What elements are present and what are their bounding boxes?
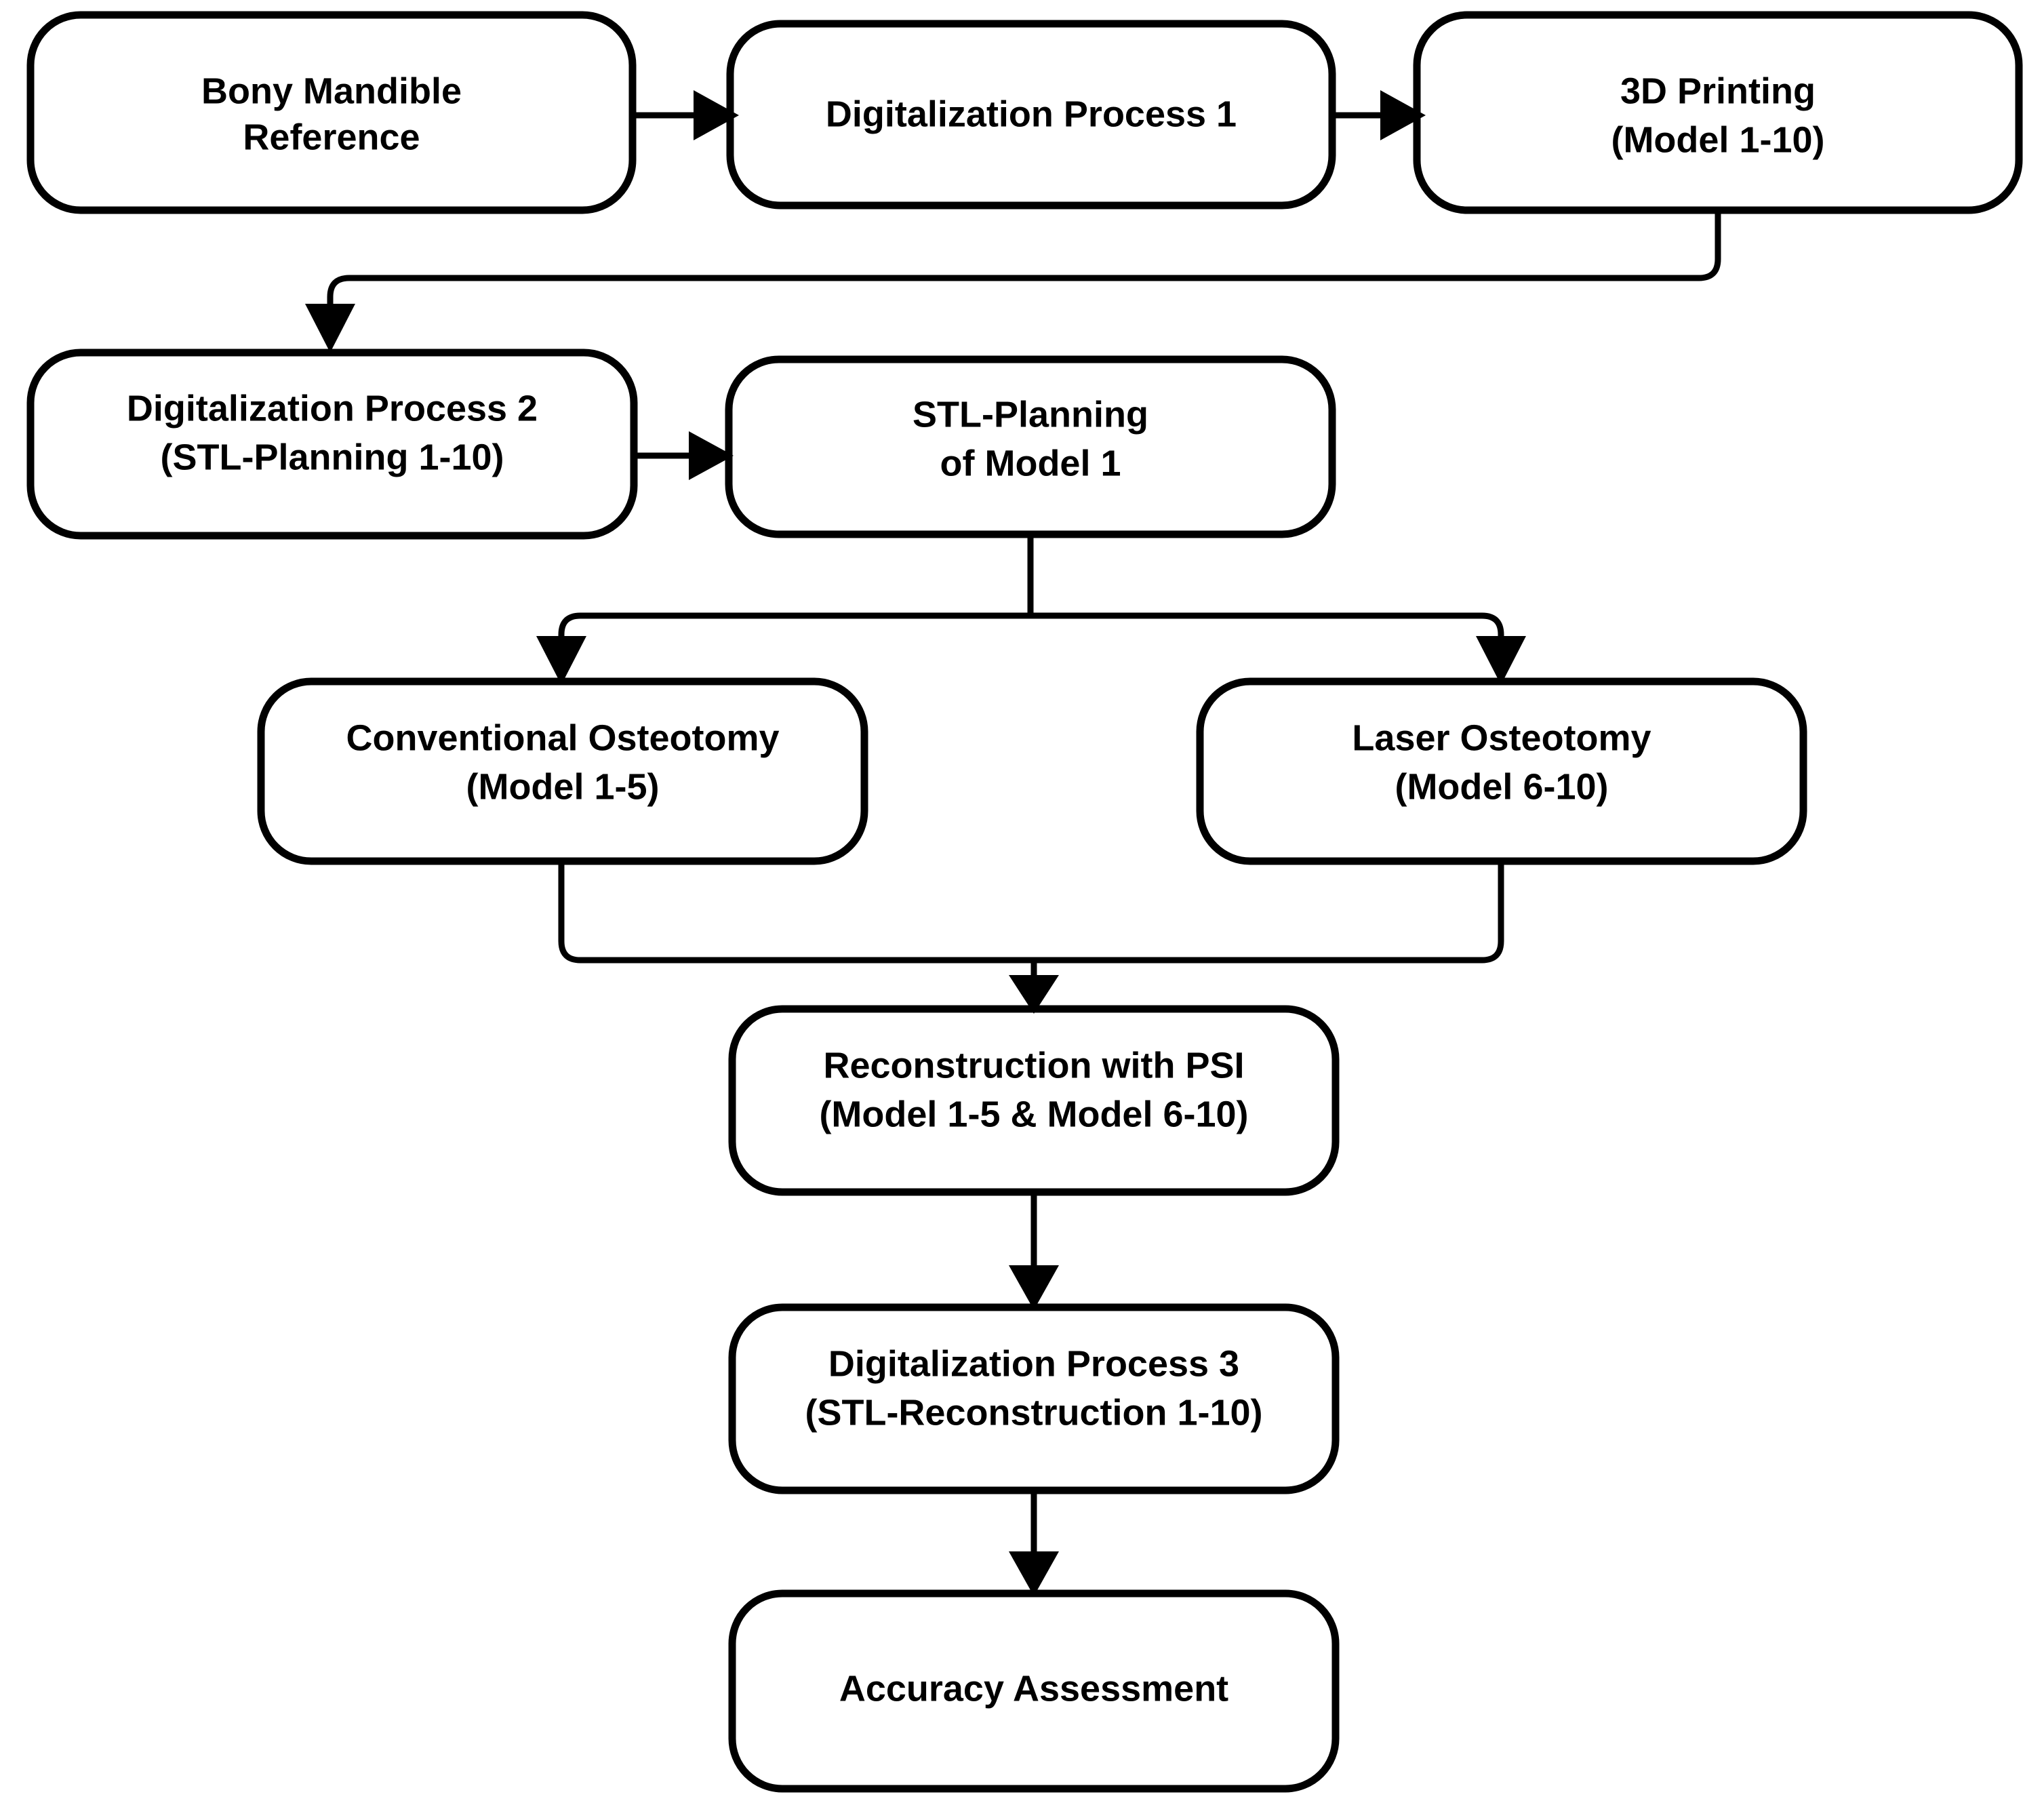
node-label-3d-printing-line1: 3D Printing — [1620, 71, 1816, 111]
node-bony-mandible-reference[interactable]: Bony Mandible Reference — [26, 11, 637, 214]
node-label-digitalization-process-3-line1: Digitalization Process 3 — [828, 1343, 1239, 1384]
node-shape-bony-mandible-reference — [26, 11, 637, 214]
node-label-laser-osteotomy-line2: (Model 6-10) — [1395, 766, 1608, 807]
node-label-bony-mandible-reference-line1: Bony Mandible — [201, 71, 462, 111]
node-3d-printing[interactable]: 3D Printing (Model 1-10) — [1413, 11, 2023, 214]
edge-path — [327, 210, 1721, 305]
node-accuracy-assessment[interactable]: Accuracy Assessment — [728, 1589, 1340, 1793]
edge-reconstruction-to-digitalization-process-3 — [1009, 1192, 1059, 1310]
node-conventional-osteotomy[interactable]: Conventional Osteotomy (Model 1-5) — [257, 677, 868, 865]
arrowhead-icon — [1009, 1265, 1059, 1310]
arrowhead-icon — [1380, 90, 1426, 140]
edge-digitalization-process-1-to-3d-printing — [1332, 90, 1426, 140]
edge-digitalization-process-2-to-stl-planning-model-1 — [634, 431, 734, 480]
node-digitalization-process-3[interactable]: Digitalization Process 3 (STL-Reconstruc… — [728, 1303, 1340, 1494]
node-label-stl-planning-model-1-line1: STL-Planning — [913, 394, 1148, 435]
node-label-digitalization-process-3-line2: (STL-Reconstruction 1-10) — [805, 1392, 1262, 1433]
edge-stl-planning-split — [536, 534, 1526, 685]
node-label-conventional-osteotomy-line2: (Model 1-5) — [466, 766, 659, 807]
arrowhead-icon — [1009, 1551, 1059, 1596]
node-label-accuracy-assessment-line1: Accuracy Assessment — [839, 1668, 1228, 1709]
node-label-digitalization-process-2-line1: Digitalization Process 2 — [127, 388, 538, 429]
edge-osteotomy-merge-to-reconstruction — [558, 861, 1504, 1014]
arrowhead-icon — [689, 431, 734, 480]
node-label-3d-printing-line2: (Model 1-10) — [1611, 119, 1824, 160]
node-stl-planning-model-1[interactable]: STL-Planning of Model 1 — [725, 355, 1336, 538]
arrowhead-icon-right-branch — [1476, 636, 1526, 685]
edge-split-left-elbow — [558, 612, 581, 637]
node-digitalization-process-1[interactable]: Digitalization Process 1 — [726, 20, 1336, 210]
arrowhead-icon-left-branch — [536, 636, 586, 685]
node-label-laser-osteotomy-line1: Laser Osteotomy — [1352, 717, 1651, 758]
edge-bony-mandible-reference-to-digitalization-process-1 — [633, 90, 739, 140]
arrowhead-icon — [694, 90, 739, 140]
arrowhead-icon-merge — [1009, 975, 1059, 1014]
node-label-reconstruction-with-psi-line1: Reconstruction with PSI — [823, 1045, 1244, 1086]
node-label-conventional-osteotomy-line1: Conventional Osteotomy — [346, 717, 779, 758]
edge-split-right-elbow — [1481, 612, 1504, 637]
node-label-digitalization-process-1-line1: Digitalization Process 1 — [826, 94, 1237, 134]
node-label-reconstruction-with-psi-line2: (Model 1-5 & Model 6-10) — [819, 1094, 1248, 1134]
edge-merge-right-stem — [1481, 861, 1504, 964]
edge-merge-left-stem — [558, 861, 581, 964]
node-digitalization-process-2[interactable]: Digitalization Process 2 (STL-Planning 1… — [26, 349, 638, 540]
node-shape-3d-printing — [1413, 11, 2023, 214]
edge-3d-printing-to-digitalization-process-2 — [305, 210, 1721, 353]
arrowhead-icon — [305, 304, 355, 353]
node-reconstruction-with-psi[interactable]: Reconstruction with PSI (Model 1-5 & Mod… — [728, 1005, 1340, 1196]
edge-digitalization-process-3-to-accuracy-assessment — [1009, 1490, 1059, 1596]
node-label-stl-planning-model-1-line2: of Model 1 — [940, 443, 1121, 483]
node-label-digitalization-process-2-line2: (STL-Planning 1-10) — [160, 437, 504, 477]
node-shape-digitalization-process-2 — [26, 349, 638, 540]
node-laser-osteotomy[interactable]: Laser Osteotomy (Model 6-10) — [1196, 677, 1807, 865]
node-label-bony-mandible-reference-line2: Reference — [243, 117, 420, 157]
